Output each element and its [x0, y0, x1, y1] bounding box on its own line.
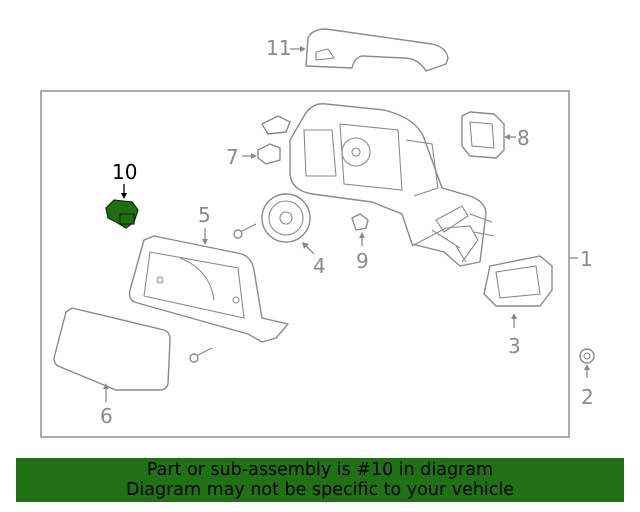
callout-4[interactable]: 4 [313, 254, 326, 278]
callout-3[interactable]: 3 [508, 334, 521, 358]
arrow-3 [511, 313, 517, 319]
arrow-8 [504, 134, 510, 140]
screw-lower[interactable] [189, 347, 213, 363]
arrow-10 [121, 193, 127, 199]
part-9-nut[interactable] [351, 213, 369, 231]
callout-8[interactable]: 8 [517, 126, 530, 150]
callout-10[interactable]: 10 [112, 160, 137, 184]
part-8-bracket[interactable] [461, 111, 505, 159]
parts-diagram: 11 1 8 7 10 [40, 28, 595, 438]
arrow-7 [251, 153, 257, 159]
arrow-4 [302, 242, 309, 249]
info-banner: Part or sub-assembly is #10 in diagram D… [16, 458, 624, 502]
screw-upper[interactable] [233, 223, 257, 239]
callout-1[interactable]: 1 [580, 247, 593, 271]
arrow-9 [359, 232, 365, 238]
arrow-5 [202, 239, 208, 245]
arrow-11 [300, 46, 306, 52]
part-7-clip[interactable] [257, 115, 291, 165]
callout-7[interactable]: 7 [226, 145, 239, 169]
arrow-2 [584, 364, 590, 370]
callout-5[interactable]: 5 [198, 203, 211, 227]
callout-6[interactable]: 6 [100, 404, 113, 428]
arrow-6 [103, 383, 109, 389]
part-10-highlighted[interactable] [105, 199, 139, 229]
part-4-actuator-gear[interactable] [261, 193, 311, 243]
banner-line-2: Diagram may not be specific to your vehi… [125, 480, 515, 500]
banner-line-1: Part or sub-assembly is #10 in diagram [146, 460, 494, 480]
assembly-frame [40, 90, 570, 438]
callout-9[interactable]: 9 [356, 249, 369, 273]
callout-11[interactable]: 11 [266, 36, 291, 60]
part-2-nut[interactable] [579, 348, 595, 364]
part-6-mirror-glass[interactable] [53, 307, 171, 391]
part-1-mirror-housing[interactable] [289, 103, 495, 267]
part-11-mirror-cover[interactable] [305, 28, 449, 72]
callout-2[interactable]: 2 [581, 385, 594, 409]
part-5-backing-plate[interactable] [128, 235, 289, 343]
part-3-lamp[interactable] [483, 255, 553, 307]
